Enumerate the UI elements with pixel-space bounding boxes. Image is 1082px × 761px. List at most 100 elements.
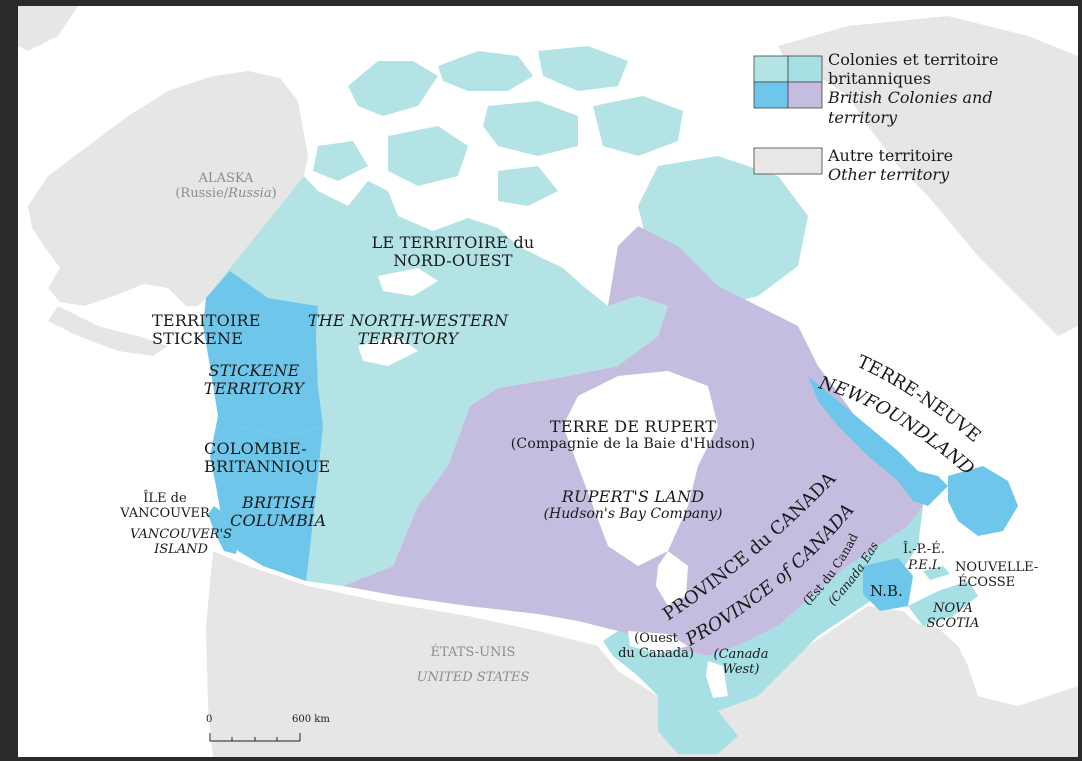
- alaska-sub: (Russie/Russia): [166, 185, 286, 202]
- rupert-fr: TERRE DE RUPERT: [549, 417, 717, 436]
- west-en-1: (Canada: [713, 647, 769, 662]
- bc-fr-2: BRITANNIQUE: [204, 457, 331, 477]
- canada-west-fr-label: (Ouest du Canada): [616, 631, 696, 662]
- arctic-island-3: [538, 46, 628, 91]
- nwt-fr-2: NORD-OUEST: [393, 251, 513, 271]
- bc-fr-label: COLOMBIE- BRITANNIQUE: [204, 439, 331, 477]
- bc-en-label: BRITISH COLUMBIA: [230, 493, 327, 531]
- lake-huron: [706, 661, 728, 698]
- legend-other-text: Autre territoire Other territory: [828, 146, 953, 184]
- stickene-en-label: STICKENE TERRITORY: [194, 361, 314, 399]
- rupert-en-sub: (Hudson's Bay Company): [543, 506, 723, 523]
- new-brunswick: [863, 558, 913, 611]
- nwt-fr-label: LE TERRITOIRE du NORD-OUEST: [368, 233, 538, 271]
- bc-en-1: BRITISH: [242, 493, 316, 512]
- west-fr-2: du Canada): [618, 645, 694, 661]
- newfoundland-island: [948, 466, 1018, 536]
- stickene-fr-label: TERRITOIRE STICKENE: [152, 311, 261, 349]
- great-bear-lake: [378, 268, 438, 296]
- alaska-name: ALASKA: [198, 171, 254, 186]
- banks-island: [313, 141, 368, 181]
- scale-bar: [209, 733, 301, 742]
- legend-colonies-en-2: territory: [828, 107, 898, 127]
- vi-fr-label: ÎLE de VANCOUVER: [104, 491, 226, 522]
- stickene-en-2: TERRITORY: [203, 379, 305, 399]
- rupert-fr-sub: (Compagnie de la Baie d'Hudson): [510, 436, 756, 453]
- alaska-sub-fr: (Russie/: [175, 185, 229, 201]
- nova-scotia: [908, 581, 978, 626]
- alaska-label: ALASKA (Russie/Russia): [166, 171, 286, 202]
- russia-region: [18, 6, 78, 51]
- nwt-mainland: [206, 176, 668, 586]
- legend-other-swatch: [753, 147, 823, 175]
- province-of-canada: [603, 506, 923, 711]
- nova-scotia-fr-label: NOUVELLE- ÉCOSSE: [955, 560, 1039, 591]
- united-states-label: ÉTATS-UNIS UNITED STATES: [388, 645, 558, 686]
- james-bay: [656, 551, 688, 606]
- bc-en-2: COLUMBIA: [230, 511, 327, 531]
- nwt-en-1: THE NORTH-WESTERN: [307, 311, 509, 330]
- pei-en-label: P.E.I.: [908, 558, 942, 573]
- vancouver-island: [208, 506, 240, 554]
- vi-fr-2: VANCOUVER: [120, 505, 210, 521]
- arctic-island-6: [498, 166, 558, 206]
- scale-end-label: 600 km: [292, 714, 330, 725]
- alaska-sub-end: ): [271, 185, 277, 201]
- vi-fr-1: ÎLE de: [143, 491, 187, 506]
- vi-en-1: VANCOUVER'S: [130, 527, 232, 542]
- nova-scotia-en-label: NOVA SCOTIA: [918, 601, 988, 632]
- legend-other-fr: Autre territoire: [828, 146, 954, 165]
- map-svg: TERRE-NEUVE NEWFOUNDLAND PROVINCE du CAN…: [18, 6, 1078, 757]
- rupert-fr-label: TERRE DE RUPERT (Compagnie de la Baie d'…: [488, 417, 778, 453]
- lake-superior: [628, 631, 688, 654]
- nwt-en-2: TERRITORY: [357, 329, 459, 349]
- nwt-fr-1: LE TERRITOIRE du: [371, 233, 535, 252]
- alaska-peninsula: [48, 306, 168, 356]
- scale-start-label: 0: [206, 714, 213, 725]
- ns-fr-1: NOUVELLE-: [955, 560, 1039, 575]
- north-western-territory: [206, 46, 808, 586]
- labrador: [808, 376, 948, 506]
- stickene-en-1: STICKENE: [208, 361, 300, 380]
- rupert-en: RUPERT'S LAND: [561, 487, 705, 506]
- vi-en-2: ISLAND: [154, 541, 208, 557]
- west-en-2: West): [722, 661, 760, 677]
- united-states-region: [206, 551, 1078, 757]
- canada-west-peninsula: [658, 696, 738, 754]
- legend-colonies-fr-2: britanniques: [828, 69, 931, 89]
- victoria-island: [388, 126, 468, 186]
- bc-fr-1: COLOMBIE-: [204, 439, 307, 458]
- alaska-sub-en: Russia: [228, 185, 272, 201]
- stickene-fr-2: STICKENE: [152, 329, 244, 349]
- legend-colonies-fr-1: Colonies et territoire: [828, 50, 999, 69]
- legend-colonies-text: Colonies et territoire britanniques Brit…: [828, 50, 998, 127]
- us-fr: ÉTATS-UNIS: [430, 645, 516, 660]
- other-territory: [18, 6, 1078, 757]
- ns-fr-2: ÉCOSSE: [958, 574, 1016, 590]
- greenland-region: [778, 16, 1078, 336]
- hudson-bay: [563, 371, 718, 566]
- vi-en-label: VANCOUVER'S ISLAND: [116, 527, 246, 558]
- arctic-island-2: [438, 51, 533, 91]
- nwt-en-label: THE NORTH-WESTERN TERRITORY: [288, 311, 528, 349]
- west-fr-1: (Ouest: [634, 631, 678, 646]
- ns-en-1: NOVA: [933, 601, 973, 616]
- canada-west-en-label: (Canada West): [706, 647, 776, 678]
- arctic-island-4: [483, 101, 578, 156]
- legend-colonies-en-1: British Colonies and: [828, 88, 993, 108]
- pei-fr-label: Î.-P.-É.: [903, 542, 945, 557]
- legend-other-en: Other territory: [828, 165, 950, 185]
- stickene-fr-1: TERRITOIRE: [152, 311, 261, 330]
- arctic-island-5: [593, 96, 683, 156]
- great-slave-lake: [358, 336, 418, 366]
- stickene-territory: [203, 271, 323, 436]
- alaska-region: [28, 71, 308, 306]
- us-en: UNITED STATES: [416, 669, 530, 685]
- pei: [923, 566, 950, 580]
- arctic-island-1: [348, 61, 438, 116]
- legend-colonies-swatch: [753, 55, 823, 109]
- rupert-en-label: RUPERT'S LAND (Hudson's Bay Company): [523, 487, 743, 523]
- new-brunswick-label: N.B.: [870, 582, 903, 600]
- ns-en-2: SCOTIA: [926, 615, 980, 631]
